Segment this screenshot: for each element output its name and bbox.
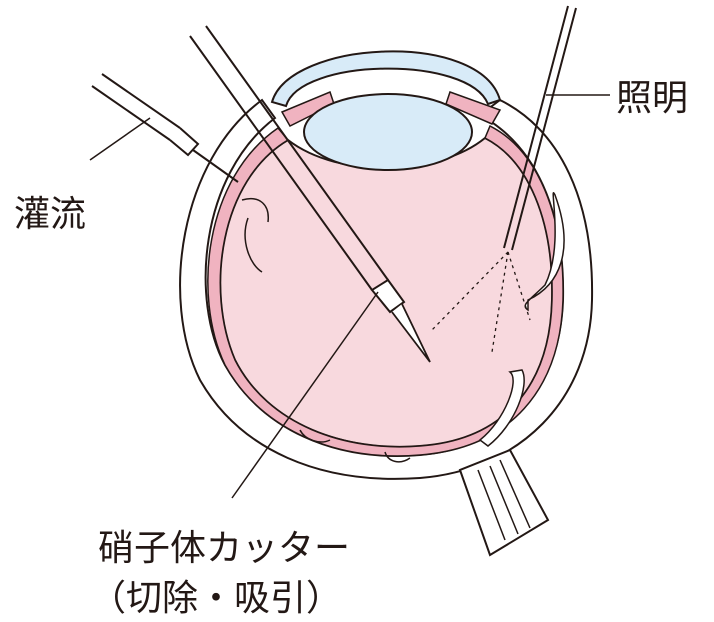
label-irrigation: 灌流 (14, 194, 86, 235)
label-cutter-function: （切除・吸引） (90, 578, 342, 619)
label-illumination: 照明 (616, 78, 688, 119)
lens (304, 94, 472, 170)
irrigation-cannula (90, 74, 238, 182)
label-vitreous-cutter: 硝子体カッター (98, 528, 350, 569)
irrigation-leader-line (90, 118, 150, 160)
